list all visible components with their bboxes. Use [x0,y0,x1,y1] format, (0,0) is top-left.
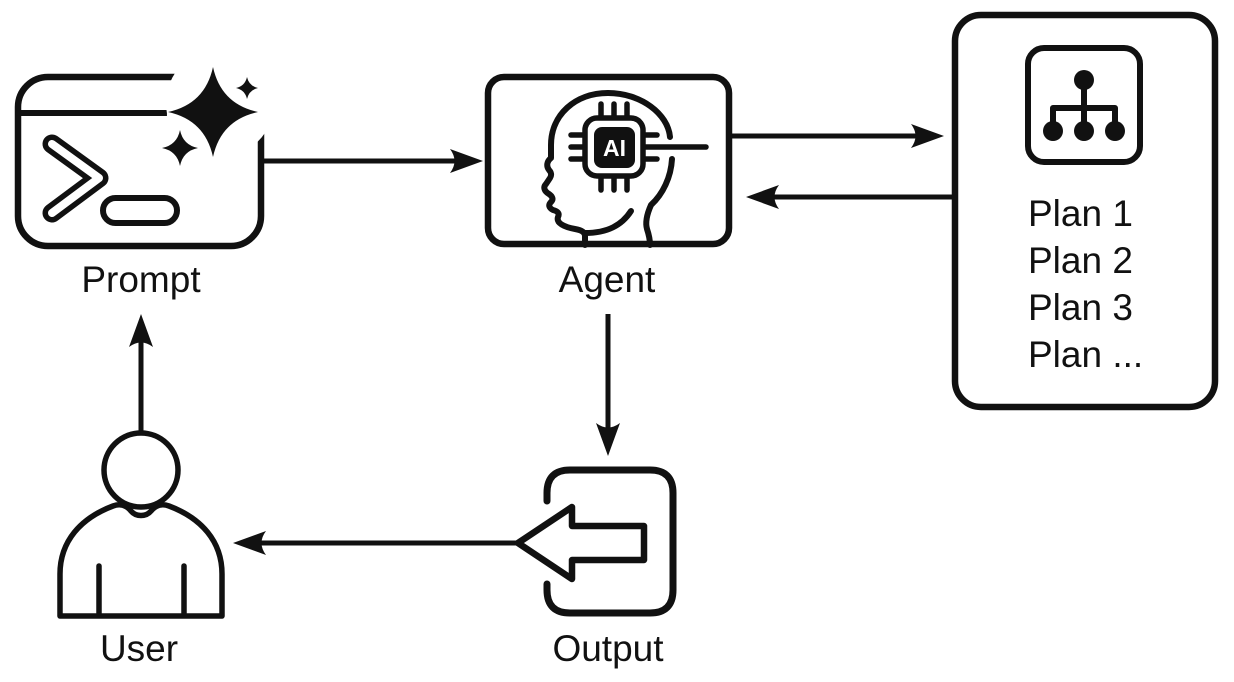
sparkle-small [161,129,199,167]
output-node: Output [514,466,677,669]
agent-label: Agent [559,259,656,300]
sparkle-large [166,65,260,159]
output-label: Output [552,628,664,669]
jaw-line [582,208,634,236]
agent-node: AI Agent [484,73,733,300]
arrow-agent-to-output [596,314,620,456]
user-label: User [100,628,178,669]
arrow-plans-to-agent [746,185,955,209]
user-arm-lines [96,563,187,616]
user-head [101,430,181,510]
ai-head-icon: AI [541,90,709,248]
plan-item-3: Plan 3 [1028,287,1133,328]
sparkles-icon [161,49,274,167]
sparkle-tiny [235,76,259,100]
plans-node: Plan 1 Plan 2 Plan 3 Plan ... [951,11,1219,411]
plan-item-2: Plan 2 [1028,240,1133,281]
user-icon [57,430,225,619]
arrow-user-to-prompt [129,314,153,431]
prompt-node: Prompt [14,49,274,300]
cursor-dash-icon [100,195,180,226]
export-arrow-icon [514,503,648,583]
user-node: User [57,430,225,669]
arrow-agent-to-plans [731,124,944,148]
plan-item-1: Plan 1 [1028,193,1133,234]
prompt-label: Prompt [81,259,201,300]
arrow-output-to-user [233,531,519,555]
ai-chip-icon: AI [568,101,709,193]
plans-panel [951,11,1219,411]
hierarchy-icon [1025,45,1143,165]
chip-label: AI [603,135,626,161]
arrow-prompt-to-agent [261,149,483,173]
plan-item-more: Plan ... [1028,334,1143,375]
output-icon [514,466,677,617]
